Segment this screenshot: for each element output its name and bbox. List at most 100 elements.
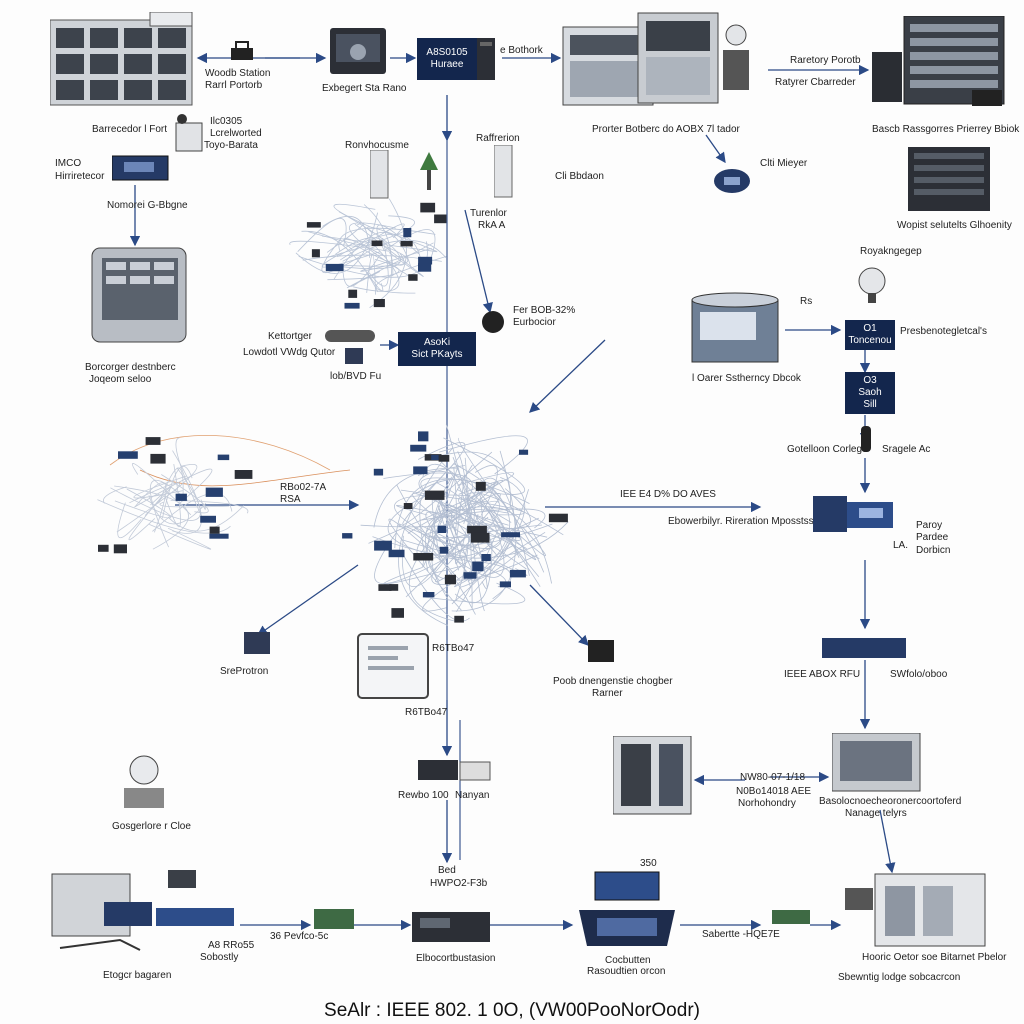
mesh-link: [434, 455, 470, 602]
mesh-link: [114, 488, 172, 519]
mesh-link: [454, 463, 510, 582]
label-rasoudtien: Rasoudtien orcon: [587, 966, 666, 977]
label-r6tbo47-lower: R6TBo47: [405, 707, 448, 718]
mesh-link: [432, 482, 499, 528]
mesh-link: [398, 525, 476, 615]
rack-unit-icon: [418, 760, 491, 781]
label-iee-e4: IEE E4 D% DO AVES: [620, 489, 716, 500]
mesh-link: [398, 447, 454, 626]
data-center-icon: [872, 16, 1005, 106]
building-icon: [370, 150, 389, 199]
label-dorbicn: Dorbicn: [916, 545, 951, 556]
label-la: LA.: [893, 540, 909, 551]
mesh-node-device: [499, 581, 511, 588]
mesh-node-device: [145, 437, 161, 445]
mesh-node-device: [389, 584, 399, 591]
mesh-link: [464, 492, 564, 536]
mesh-link: [383, 229, 436, 262]
label-a8-rro55: A8 RRo55: [208, 940, 255, 951]
label-poob: Poob dnengenstie chogber: [553, 676, 673, 687]
label-lob-bvd: lob/BVD Fu: [330, 371, 382, 382]
mesh-link: [408, 481, 497, 622]
label-swfolo: SWfolo/oboo: [890, 669, 948, 680]
building-icon: [494, 145, 513, 198]
mesh-node-device: [150, 453, 166, 464]
rack-cabinet-icon: [908, 147, 990, 211]
mesh-node-device: [209, 526, 220, 534]
label-fer-bob: Fer BOB-32%: [513, 305, 576, 316]
mesh-link: [401, 551, 470, 622]
mesh-node-device: [325, 263, 344, 272]
hub-icon: [714, 169, 750, 193]
mesh-link: [134, 468, 213, 508]
mesh-node-device: [373, 299, 385, 308]
mesh-node-device: [463, 572, 477, 579]
mesh-node-device: [444, 574, 456, 585]
mesh-node-device: [391, 608, 404, 618]
mesh-node-device: [467, 525, 487, 534]
mesh-link: [418, 465, 509, 526]
label-toyo-barata: Toyo-Barata: [204, 140, 258, 151]
mesh-link: [116, 464, 198, 533]
label-gotelloon: Gotelloon Corlege: [787, 444, 868, 455]
router-stack-icon: [813, 496, 893, 532]
label-rs: Rs: [800, 296, 813, 307]
label-basolocnoecheoronercoortoferd: Basolocnoecheoronercoortoferd: [819, 796, 962, 807]
label-elbocortbustasion: Elbocortbustasion: [416, 953, 496, 964]
processor-icon: [244, 632, 270, 654]
mesh-link: [365, 271, 384, 292]
storage-drum-icon: [691, 292, 779, 363]
label-prorter-botberc: Prorter Botberc do AOBX 7l tador: [592, 124, 740, 135]
mesh-link: [424, 508, 510, 600]
mesh-link: [383, 565, 462, 585]
mesh-node-device: [217, 454, 230, 461]
mesh-node-device: [519, 449, 529, 455]
mesh-node-device: [422, 592, 435, 598]
mesh-link: [454, 474, 469, 565]
mesh-link: [168, 505, 245, 532]
mesh-link: [360, 482, 472, 528]
mesh-link: [338, 211, 401, 270]
mesh-node-device: [475, 481, 486, 491]
box-line: Sict PKayts: [411, 349, 463, 360]
box-line: O3: [863, 375, 877, 386]
mesh-link: [510, 526, 546, 556]
mesh-link: [464, 457, 485, 612]
mesh-link: [443, 437, 525, 495]
mesh-node-device: [374, 540, 392, 551]
chip-icon: [588, 640, 614, 662]
mesh-link: [175, 437, 205, 522]
mesh-link: [412, 493, 527, 549]
mesh-link: [148, 495, 207, 525]
mesh-link: [423, 582, 526, 605]
mesh-node-device: [431, 454, 443, 460]
mesh-node-device: [418, 431, 429, 442]
label-rarrl-portorb: Rarrl Portorb: [205, 80, 263, 91]
label-joqeom: Joqeom seloo: [89, 374, 152, 385]
label-ebowerbilyr: Ebowerbilyr. Rireration Mposstssion: [668, 516, 827, 527]
label-raffrerion: Raffrerion: [476, 133, 520, 144]
mesh-cluster-center: [360, 423, 569, 626]
mesh-node-device: [348, 289, 358, 298]
mesh-node-device: [98, 544, 109, 552]
mesh-node-device: [438, 455, 450, 462]
label-sbewntig: Sbewntig lodge sobcacrcon: [838, 972, 961, 983]
node-box-a8s0105: A8S0105 Huraee: [417, 38, 477, 80]
label-rewbo-100: Rewbo 100: [398, 790, 449, 801]
mesh-node-device: [378, 584, 392, 591]
monitor-icon: [357, 633, 429, 699]
label-lcrelworted: Lcrelworted: [210, 128, 262, 139]
enclosure-icon: [845, 873, 986, 947]
mesh-link: [342, 255, 380, 287]
label-36-pevfco: 36 Pevfco-5c: [270, 931, 329, 942]
mesh-node-device: [548, 513, 568, 523]
label-rka: RkA A: [478, 220, 506, 231]
label-pardee: Pardee: [916, 532, 949, 543]
mesh-link: [297, 218, 347, 252]
mesh-node-device: [306, 222, 321, 228]
label-rarner: Rarner: [592, 688, 623, 699]
label-clti-mieyer: Clti Mieyer: [760, 158, 808, 169]
mesh-node-device: [439, 546, 449, 554]
mesh-node-device: [175, 493, 187, 501]
